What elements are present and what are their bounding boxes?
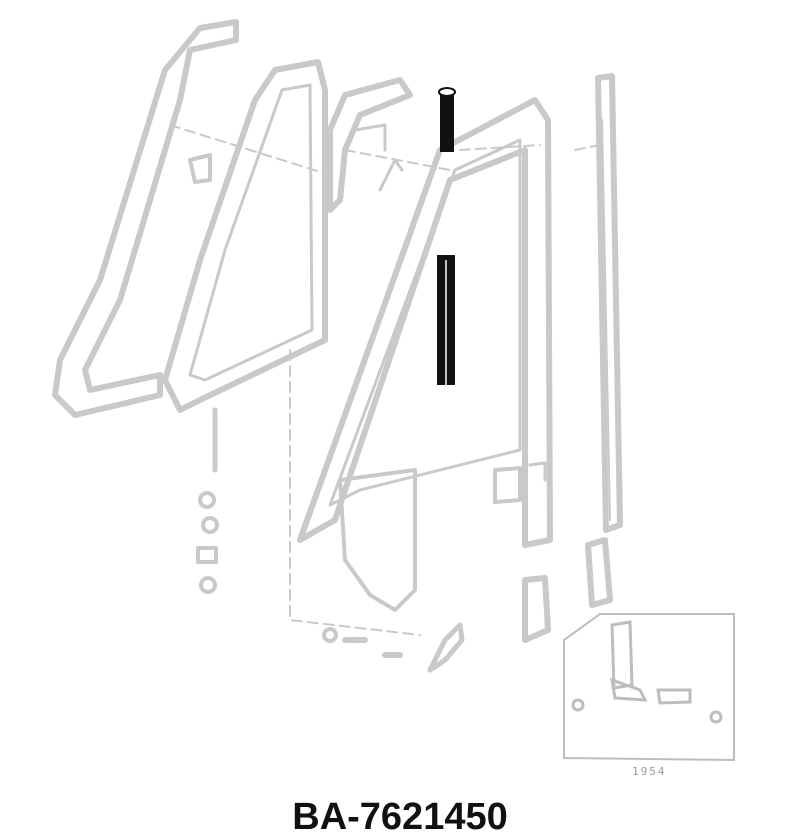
vent-glass-frame — [162, 59, 328, 413]
inset-year-label: 1954 — [632, 765, 667, 778]
part-number-caption: BA-7621450 — [292, 796, 508, 838]
rear-run-channel — [595, 73, 623, 533]
vent-outer-frame — [52, 19, 239, 418]
inset-1954-detail: 1954 — [563, 613, 735, 778]
lower-channel-piece — [585, 537, 613, 608]
exploded-parts-diagram: 1954 — [52, 19, 735, 778]
bottom-bracket — [522, 575, 551, 643]
door-window-frame — [297, 97, 553, 548]
frame-lower-plate — [338, 468, 417, 612]
division-bracket — [327, 77, 413, 213]
highlighted-run-channel — [437, 87, 456, 385]
